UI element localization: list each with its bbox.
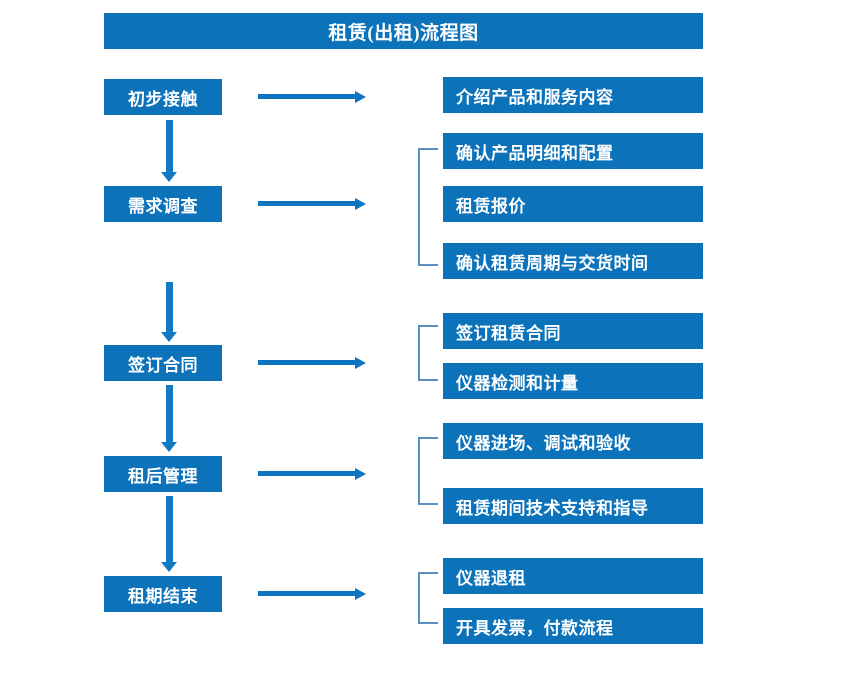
arrow-head-icon	[355, 468, 366, 480]
arrow-shaft	[258, 94, 356, 99]
diagram-title: 租赁(出租)流程图	[104, 13, 703, 49]
arrow-shaft	[166, 496, 173, 562]
arrow-shaft	[258, 360, 356, 365]
horizontal-arrow-stage-2	[258, 196, 366, 212]
horizontal-arrow-stage-5	[258, 586, 366, 602]
horizontal-arrow-stage-3	[258, 355, 366, 371]
stage-box-sign-contract[interactable]: 签订合同	[104, 345, 222, 381]
vertical-arrow-2-to-3	[158, 282, 180, 342]
vertical-arrow-1-to-2	[158, 120, 180, 182]
detail-box-instrument-entry-commission-acceptance[interactable]: 仪器进场、调试和验收	[443, 423, 703, 459]
arrow-head-icon	[161, 562, 177, 572]
group-bracket-stage-5	[418, 572, 438, 624]
detail-box-technical-support-guidance[interactable]: 租赁期间技术支持和指导	[443, 488, 703, 524]
arrow-shaft	[166, 120, 173, 172]
detail-box-sign-rental-contract[interactable]: 签订租赁合同	[443, 313, 703, 349]
arrow-shaft	[258, 591, 356, 596]
arrow-head-icon	[355, 588, 366, 600]
detail-box-instrument-test-metering[interactable]: 仪器检测和计量	[443, 363, 703, 399]
detail-box-rental-quote[interactable]: 租赁报价	[443, 186, 703, 222]
arrow-shaft	[258, 471, 356, 476]
arrow-head-icon	[161, 442, 177, 452]
horizontal-arrow-stage-1	[258, 89, 366, 105]
vertical-arrow-3-to-4	[158, 385, 180, 452]
arrow-head-icon	[355, 198, 366, 210]
horizontal-arrow-stage-4	[258, 466, 366, 482]
arrow-shaft	[258, 201, 356, 206]
detail-box-confirm-product-config[interactable]: 确认产品明细和配置	[443, 133, 703, 169]
group-bracket-stage-3	[418, 325, 438, 381]
stage-box-rental-end[interactable]: 租期结束	[104, 576, 222, 612]
detail-box-invoice-payment-process[interactable]: 开具发票，付款流程	[443, 608, 703, 644]
group-bracket-stage-2	[418, 148, 438, 266]
arrow-shaft	[166, 282, 173, 332]
detail-box-intro-products-services[interactable]: 介绍产品和服务内容	[443, 77, 703, 113]
arrow-head-icon	[161, 332, 177, 342]
stage-box-needs-survey[interactable]: 需求调查	[104, 186, 222, 222]
group-bracket-stage-4	[418, 437, 438, 505]
arrow-head-icon	[355, 91, 366, 103]
arrow-head-icon	[161, 172, 177, 182]
stage-box-initial-contact[interactable]: 初步接触	[104, 79, 222, 115]
vertical-arrow-4-to-5	[158, 496, 180, 572]
arrow-head-icon	[355, 357, 366, 369]
stage-box-post-rent-mgmt[interactable]: 租后管理	[104, 456, 222, 492]
detail-box-confirm-period-delivery[interactable]: 确认租赁周期与交货时间	[443, 243, 703, 279]
arrow-shaft	[166, 385, 173, 442]
detail-box-instrument-return[interactable]: 仪器退租	[443, 558, 703, 594]
